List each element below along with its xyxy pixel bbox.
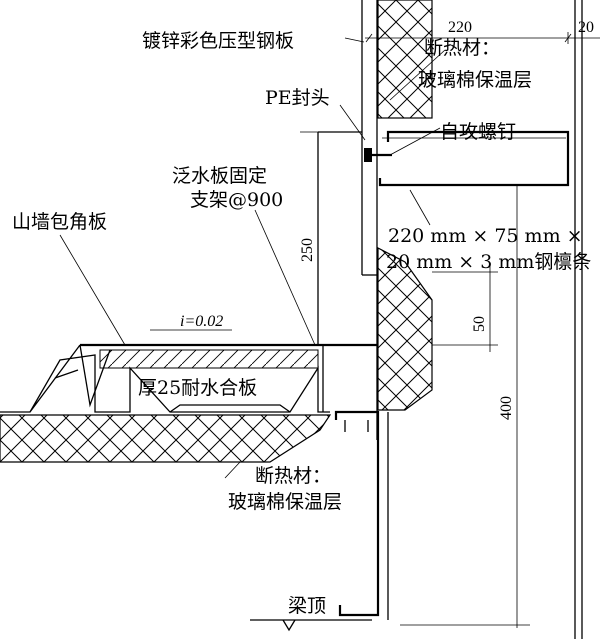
label-insulation-top-1: 断热材： [424,37,500,59]
label-self-tapping-screw: 自攻螺钉 [440,121,516,143]
roof-panel [0,343,378,413]
steel-purlin [378,130,570,187]
dimension-lines [150,32,600,628]
flashing-plate [317,131,362,412]
beam-top-marker [250,619,372,632]
label-flashing-bracket-1: 泛水板固定 [172,165,267,187]
lower-insulation [377,247,433,411]
label-purlin-1: 220 mm × 75 mm × [388,225,583,247]
self-tapping-screw-icon [364,148,392,162]
label-plywood: 厚25耐水合板 [138,377,257,399]
label-insulation-top-2: 玻璃棉保温层 [418,69,532,91]
label-slope: i=0.02 [180,313,223,330]
wall-steel-sheet [361,0,378,440]
eave-flange [334,410,389,620]
dim-total-height: 400 [498,396,515,420]
label-purlin-2: 20 mm × 3 mm钢檩条 [386,251,591,273]
leader-lines [59,37,446,479]
label-gable-corner: 山墙包角板 [12,211,107,233]
dim-step: 50 [471,316,488,332]
label-insulation-bottom-2: 玻璃棉保温层 [228,491,342,513]
label-flashing-bracket-2: 支架@900 [190,189,283,211]
dim-top-edge: 20 [578,19,594,36]
dim-flashing-height: 250 [299,238,316,262]
label-steel-sheet: 镀锌彩色压型钢板 [142,30,294,52]
label-beam-top: 梁顶 [288,595,326,617]
label-pe-cap: PE封头 [265,87,330,109]
column-edge [574,0,583,639]
dim-top-width: 220 [448,19,472,36]
bottom-insulation [0,414,332,463]
upper-insulation [377,0,433,119]
label-insulation-bottom-1: 断热材： [255,465,331,487]
